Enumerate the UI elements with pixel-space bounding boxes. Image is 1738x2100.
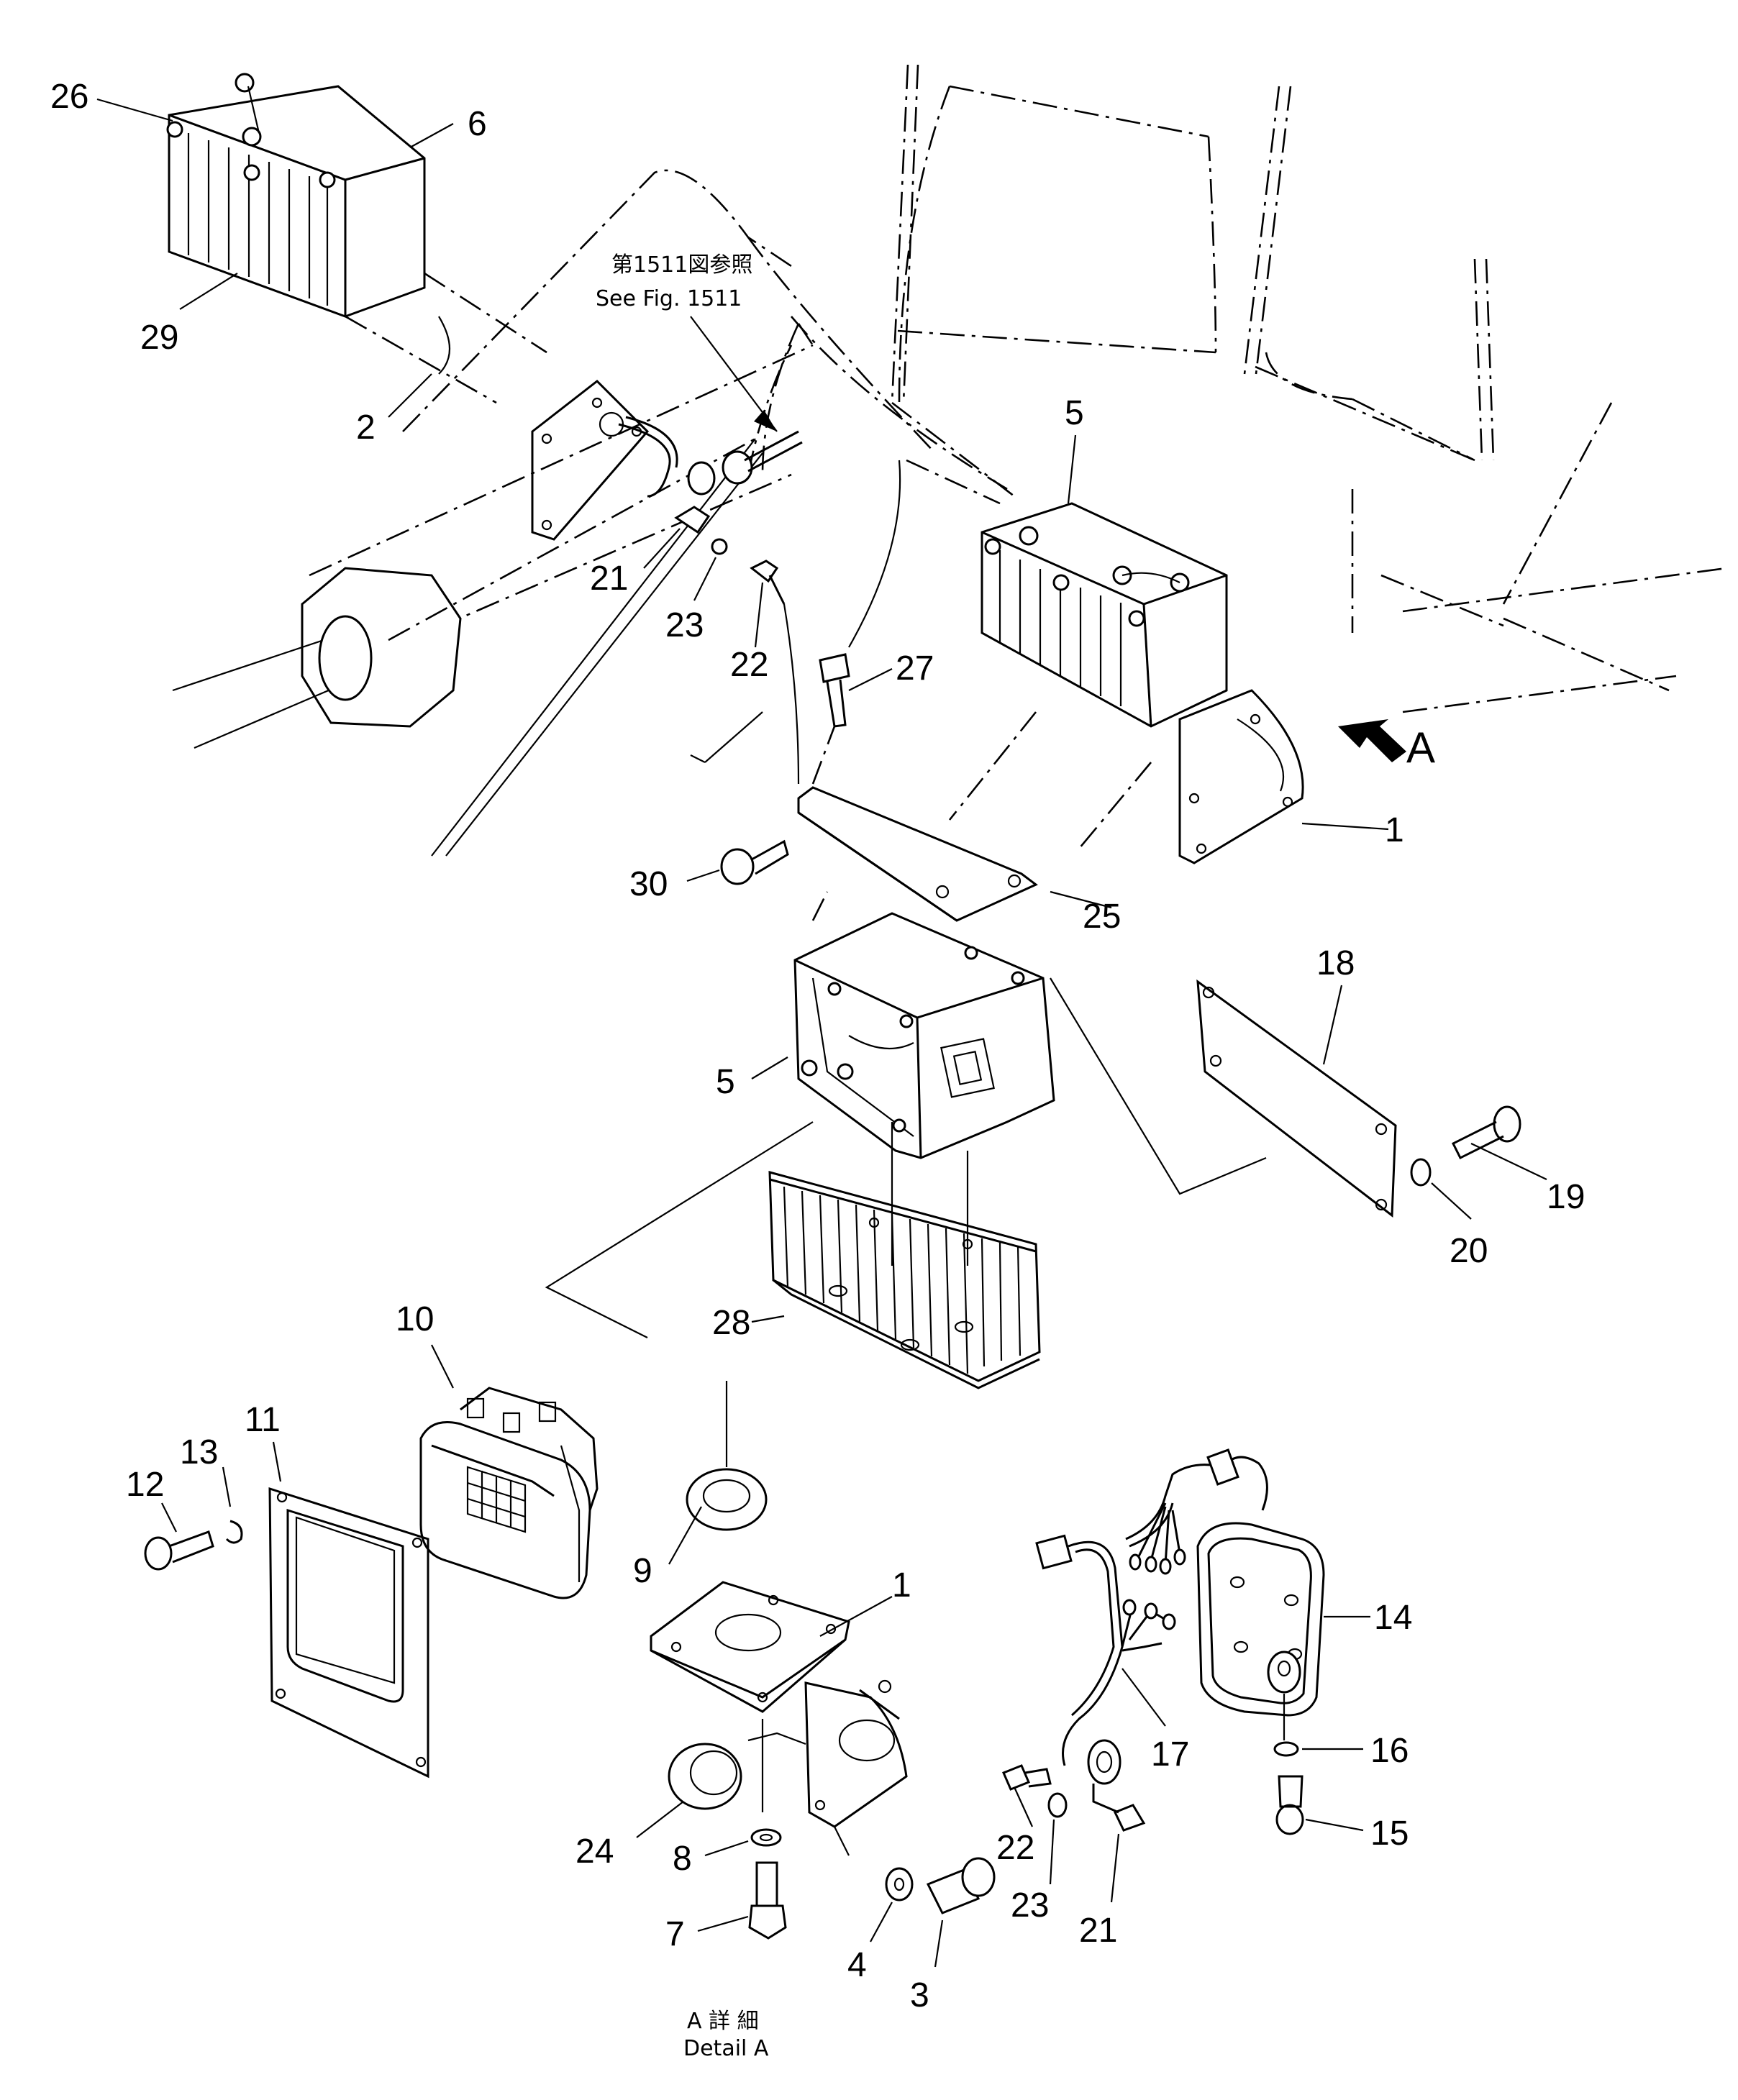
callout-13: 13 [180,1433,218,1471]
bracket-5-mid [545,912,1267,1338]
callout-23-bot: 23 [1011,1886,1049,1925]
reference-note-japanese: 第1511図参照 [611,252,752,278]
callout-6: 6 [468,105,487,143]
detail-a-bracket [650,1581,908,1856]
bolt-12-washer-13 [144,1520,243,1571]
callout-11: 11 [245,1401,281,1439]
callout-17: 17 [1151,1735,1189,1773]
callout-5-top: 5 [1065,394,1084,432]
work-lamp-10 [419,1387,599,1599]
callout-22-bot: 22 [996,1829,1034,1867]
callout-22-top: 22 [730,646,768,684]
callout-28: 28 [712,1304,750,1342]
harness-17 [1035,1448,1268,1785]
callout-7: 7 [665,1915,685,1953]
detail-caption-japanese: A 詳 細 [687,2009,759,2034]
reference-note: 第1511図参照 See Fig. 1511 [596,252,752,311]
view-label-a: A [1406,723,1435,772]
callout-8: 8 [673,1840,692,1878]
reference-arrow [690,316,778,432]
detail-a-terminals [1002,1764,1146,1832]
cover-plate-18 [1196,979,1521,1218]
callout-4: 4 [847,1946,867,1984]
plate-and-harness [531,380,803,605]
battery-top-left [166,73,547,404]
callout-12: 12 [126,1466,164,1504]
callout-25: 25 [1083,898,1121,936]
rear-lamp-14 [1196,1522,1325,1835]
callout-15: 15 [1370,1814,1409,1853]
callout-27: 27 [896,649,934,688]
callout-21-bot: 21 [1079,1912,1117,1950]
callout-10: 10 [396,1300,434,1338]
callout-labels: 26 6 29 2 5 21 23 22 27 1 30 25 18 5 19 … [50,78,1585,2014]
callout-2: 2 [356,408,376,447]
machine-outline [172,64,1727,857]
callout-19: 19 [1547,1178,1585,1216]
callout-1-top: 1 [1385,811,1404,849]
lamp-frame-11 [268,1487,429,1779]
reference-note-english: See Fig. 1511 [596,286,742,311]
detail-a-fasteners [668,1743,996,1940]
callout-23-top: 23 [665,606,704,644]
callout-30: 30 [629,865,668,903]
callout-16: 16 [1370,1732,1409,1770]
callout-21-top: 21 [590,560,628,598]
guard-28 [768,1171,1041,1389]
detail-caption-english: Detail A [683,2036,769,2061]
battery-right [948,502,1304,864]
bolts-and-bracket-25 [690,603,1038,922]
callout-20: 20 [1450,1232,1488,1270]
detail-caption: A 詳 細 Detail A [683,2009,769,2061]
callout-24: 24 [575,1832,614,1871]
view-a-arrow [1338,719,1406,762]
callout-14: 14 [1374,1599,1412,1637]
callout-18: 18 [1316,944,1355,982]
callout-9: 9 [633,1552,652,1590]
callout-5-mid: 5 [716,1063,735,1101]
callout-26: 26 [50,78,88,116]
leader-lines [96,98,1547,1968]
callout-3: 3 [910,1976,929,2014]
grommet-9 [686,1381,768,1531]
callout-29: 29 [140,319,178,357]
callout-1-bot: 1 [892,1566,911,1604]
